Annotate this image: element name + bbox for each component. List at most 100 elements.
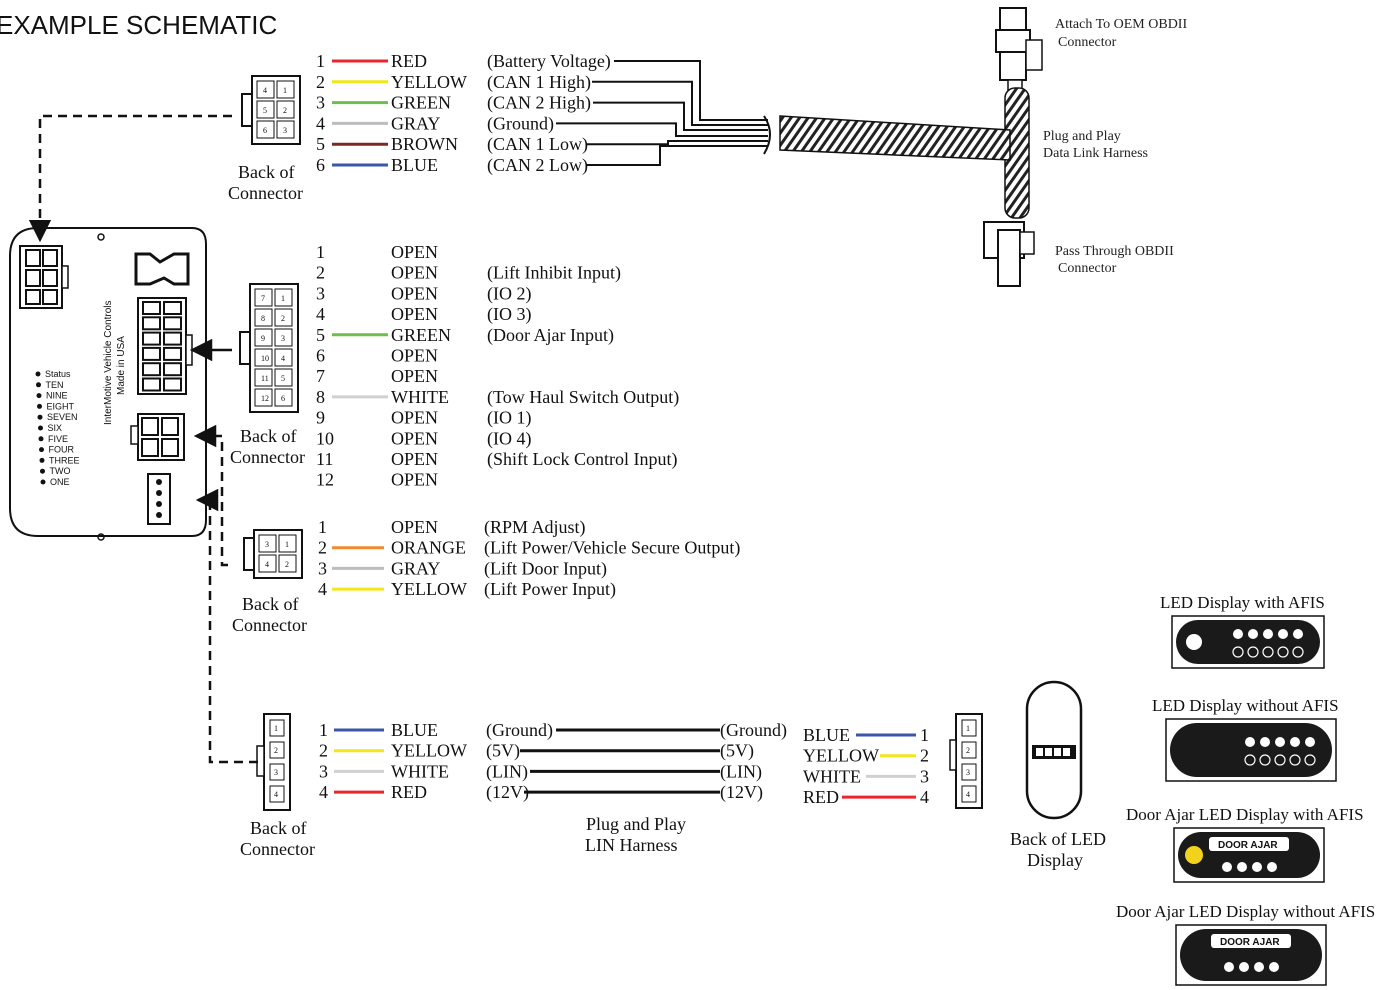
- pin-number: 3: [319, 761, 328, 781]
- signal-label: (RPM Adjust): [484, 517, 586, 538]
- pin-number: 1: [318, 517, 327, 537]
- afis-indicator: [1185, 846, 1203, 864]
- pin-cavity-number: 4: [263, 86, 267, 95]
- signal-label: (IO 1): [487, 408, 531, 429]
- pin-cavity: [269, 763, 285, 781]
- pin-number: 7: [316, 366, 325, 386]
- pin-cavity: [961, 741, 977, 759]
- pin-cavity-number: 5: [281, 374, 285, 383]
- wire-color-label: OPEN: [391, 517, 438, 537]
- signal-label: (Lift Door Input): [484, 558, 607, 579]
- socket-cavity: [142, 377, 161, 392]
- socket-cavity: [142, 331, 161, 346]
- pin-cavity-number: 1: [281, 294, 285, 303]
- pin-cavity: [256, 120, 275, 139]
- lin-color-label: BLUE: [803, 725, 850, 745]
- pin-cavity: [278, 554, 297, 573]
- harness-lead: [556, 122, 768, 137]
- pin-number: 2: [316, 263, 325, 283]
- wire-color-label: OPEN: [391, 449, 438, 469]
- display-button: [1252, 862, 1262, 872]
- display-button: [1232, 646, 1244, 658]
- display-button: [1304, 754, 1316, 766]
- harness-lead: [593, 101, 768, 131]
- socket-cavity: [163, 316, 182, 331]
- pin-number: 4: [920, 787, 929, 807]
- socket-cavity: [163, 301, 182, 315]
- pin-cavity-number: 3: [265, 540, 269, 549]
- pin-cavity-number: 5: [263, 106, 267, 115]
- back-of-connector-label: Back of: [242, 594, 298, 614]
- signal-label: (IO 3): [487, 304, 531, 325]
- wire-color-label: WHITE: [391, 761, 449, 781]
- display-led: [1260, 737, 1270, 747]
- status-led: [38, 425, 43, 431]
- display-led: [1263, 629, 1273, 639]
- pin-cavity-number: 1: [966, 724, 970, 733]
- pin-number: 5: [316, 134, 325, 154]
- back-of-connector-label: Back of: [250, 818, 306, 838]
- lin-color-label: YELLOW: [803, 746, 879, 766]
- pin-cavity-number: 3: [281, 334, 285, 343]
- pin-cavity: [276, 80, 295, 99]
- pin-number: 4: [318, 579, 327, 599]
- wire-color-label: OPEN: [391, 470, 438, 490]
- obd-harness-label-2: Data Link Harness: [1043, 146, 1148, 161]
- signal-label: (Lift Power/Vehicle Secure Output): [484, 538, 740, 559]
- wire-color-label: OPEN: [391, 304, 438, 324]
- back-of-connector-label: Back of: [238, 162, 294, 182]
- pin-cavity: [256, 100, 275, 119]
- module-made-in: Made in USA: [116, 336, 127, 395]
- signal-label: (Lift Inhibit Input): [487, 263, 621, 284]
- pin-cavity-number: 2: [281, 314, 285, 323]
- socket-cavity: [163, 362, 182, 377]
- wire-color-label: RED: [391, 782, 427, 802]
- lin-signal-label: (Ground): [720, 720, 787, 741]
- pin-cavity-number: 3: [283, 126, 287, 135]
- status-led: [38, 436, 44, 442]
- pin-number: 4: [316, 113, 325, 133]
- pin-number: 8: [316, 387, 325, 407]
- connector-latch: [241, 93, 253, 127]
- pin-cavity: [254, 288, 273, 307]
- display-button: [1289, 754, 1301, 766]
- wire-color-label: BLUE: [391, 720, 438, 740]
- wire-color-label: BROWN: [391, 134, 458, 154]
- pin-cavity: [274, 288, 293, 307]
- signal-label: (Shift Lock Control Input): [487, 449, 677, 470]
- pin-number: 1: [316, 51, 325, 71]
- wire-color-label: OPEN: [391, 263, 438, 283]
- lin-signal-label: (12V): [720, 782, 763, 803]
- pin-number: 3: [920, 766, 929, 786]
- pin-cavity-number: 4: [966, 790, 970, 799]
- wire-color-label: BLUE: [391, 155, 438, 175]
- led-label: TWO: [50, 466, 71, 476]
- signal-label: (Tow Haul Switch Output): [487, 387, 679, 408]
- pin-cavity-number: 2: [966, 746, 970, 755]
- wire-color-label: YELLOW: [391, 579, 467, 599]
- pin-cavity: [254, 388, 273, 407]
- lin-signal-label: (5V): [720, 741, 754, 762]
- pin-cavity: [278, 534, 297, 553]
- door-ajar-text: DOOR AJAR: [1218, 840, 1278, 851]
- display-button: [1269, 962, 1279, 972]
- pin-cavity-number: 1: [285, 540, 289, 549]
- status-led: [39, 447, 44, 453]
- status-led: [37, 403, 42, 409]
- wire-color-label: OPEN: [391, 408, 438, 428]
- display-led: [1248, 629, 1258, 639]
- pin-cavity: [274, 308, 293, 327]
- back-of-connector-label: Connector: [230, 447, 305, 467]
- lin-harness-label-2: LIN Harness: [585, 835, 677, 855]
- led-label: SIX: [48, 423, 63, 433]
- pin-number: 2: [920, 746, 929, 766]
- pin-cavity-number: 10: [261, 354, 269, 363]
- display-title: LED Display with AFIS: [1160, 593, 1325, 612]
- harness-lead: [614, 60, 768, 121]
- pin-cavity: [254, 348, 273, 367]
- lin-color-label: RED: [803, 787, 839, 807]
